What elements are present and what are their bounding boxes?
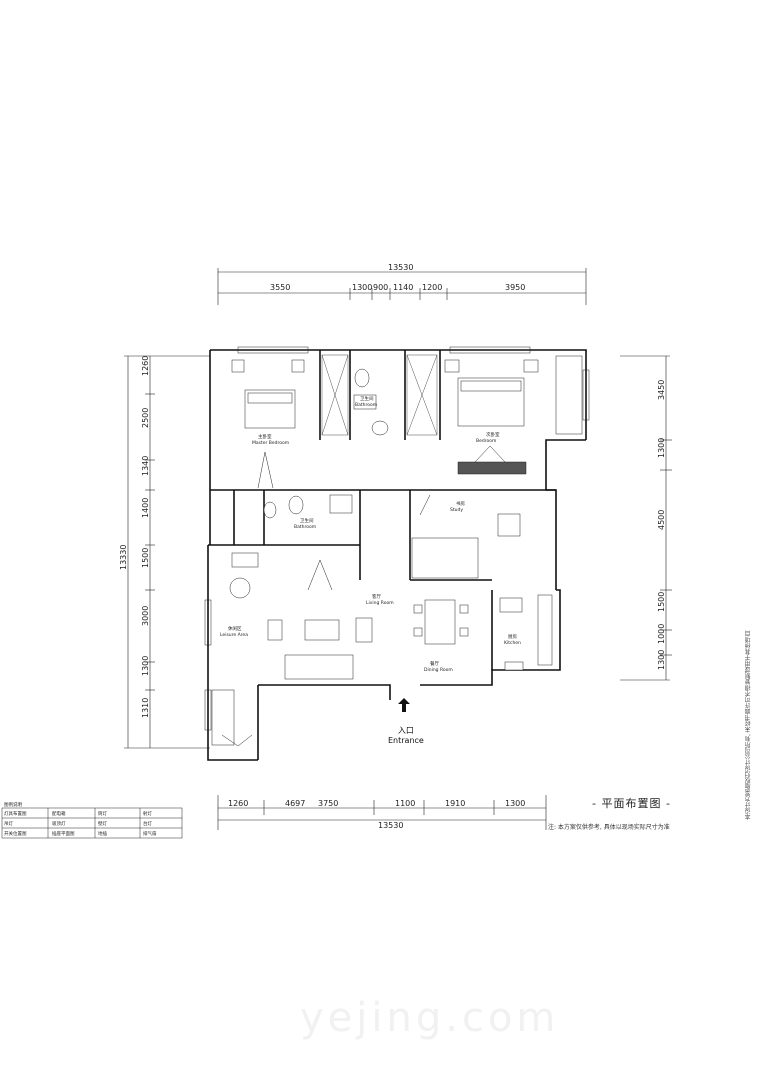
bottom-dimension-lines [217, 795, 547, 830]
legend-r3c4: 排气扇 [143, 830, 157, 837]
room-sub-bedroom2: Bedroom [476, 438, 496, 444]
legend-r3c3: 地插 [98, 830, 107, 837]
legend-r1c4: 射灯 [143, 810, 152, 817]
bottom-dim-5: 1910 [445, 799, 465, 808]
windows [204, 346, 590, 731]
left-dimension-lines [124, 355, 210, 749]
study-furniture [411, 494, 521, 579]
right-dim-5: 1000 [657, 624, 666, 644]
living-room-furniture [267, 559, 373, 680]
legend-r3c2: 插座平面图 [52, 830, 75, 837]
top-total-dimension: 13530 [388, 263, 413, 272]
left-dim-3: 1340 [141, 456, 150, 476]
room-label-bedroom2: 次卧室 [486, 431, 500, 438]
room-sub-bath1: Bathroom [355, 402, 377, 408]
bottom-dim-4: 1100 [395, 799, 415, 808]
bathroom-fixtures [263, 368, 389, 519]
room-sub-kitchen: Kitchen [504, 640, 521, 646]
left-total-dimension: 13330 [119, 545, 128, 570]
legend-table [1, 807, 183, 839]
side-note: 本设计方案版权归设计公司所有, 未经书面许可不得复制或用于其他项目 [745, 630, 752, 820]
room-sub-leisure: Leisure Area [220, 632, 248, 638]
entrance-label: 入口 Entrance [388, 725, 424, 745]
room-sub-master: Master Bedroom [252, 440, 289, 446]
legend-footer: 图例说明 [4, 801, 22, 808]
leisure-furniture [229, 552, 259, 599]
left-dim-2: 2500 [141, 408, 150, 428]
right-dim-2: 1300 [657, 438, 666, 458]
bottom-dim-2: 4697 [285, 799, 305, 808]
kitchen-fixtures [499, 594, 553, 671]
top-dim-2: 1300 [352, 283, 372, 292]
left-dim-1: 1260 [141, 356, 150, 376]
right-dimension-lines [620, 355, 672, 681]
room-sub-dining: Dining Room [424, 667, 453, 673]
room-label-bath1: 卫生间 [360, 395, 374, 402]
room-label-leisure: 休闲区 [228, 625, 242, 632]
bottom-dim-6: 1300 [505, 799, 525, 808]
bottom-total-dimension: 13530 [378, 821, 403, 830]
legend-r1c2: 配电箱 [52, 810, 66, 817]
watermark: yejing.com [300, 995, 560, 1041]
top-dim-1: 3550 [270, 283, 290, 292]
room-sub-living: Living Room [366, 600, 394, 606]
right-dim-3: 4500 [657, 510, 666, 530]
top-dimension-lines [217, 268, 587, 305]
room-sub-study: Study [450, 507, 463, 513]
legend-r1c3: 筒灯 [98, 810, 107, 817]
left-dim-8: 1310 [141, 698, 150, 718]
left-dim-5: 1500 [141, 548, 150, 568]
room-label-dining: 餐厅 [430, 660, 439, 667]
bottom-dim-1: 1260 [228, 799, 248, 808]
legend-r2c1: 吊灯 [4, 820, 13, 827]
room-label-living: 客厅 [372, 593, 381, 600]
legend-r2c2: 吸顶灯 [52, 820, 66, 827]
legend-r3c1: 开关位置图 [4, 830, 27, 837]
master-bedroom-furniture [231, 359, 305, 489]
dining-furniture [413, 599, 469, 645]
left-dim-7: 1300 [141, 656, 150, 676]
top-dim-3: 900 [373, 283, 388, 292]
entrance-label-en: Entrance [388, 736, 424, 745]
balcony-fixtures [211, 689, 253, 747]
walls [207, 349, 587, 761]
right-dim-4: 1500 [657, 592, 666, 612]
bedroom2-furniture [444, 355, 583, 475]
drawing-title: - 平面布置图 - [592, 797, 671, 810]
top-dim-6: 3950 [505, 283, 525, 292]
top-dim-5: 1200 [422, 283, 442, 292]
left-dim-6: 3000 [141, 606, 150, 626]
legend-r2c4: 台灯 [143, 820, 152, 827]
bottom-dim-3: 3750 [318, 799, 338, 808]
right-dim-6: 1300 [657, 650, 666, 670]
room-label-master: 主卧室 [258, 433, 272, 440]
room-label-kitchen: 厨房 [508, 633, 517, 640]
room-label-bath2: 卫生间 [300, 517, 314, 524]
room-label-study: 书房 [456, 500, 465, 507]
left-dim-4: 1400 [141, 498, 150, 518]
drawing-subtitle: 注: 本方案仅供参考, 具体以现场实际尺寸为准 [548, 824, 670, 831]
room-sub-bath2: Bathroom [294, 524, 316, 530]
entrance-label-cn: 入口 [397, 726, 414, 735]
right-dim-1: 3450 [657, 380, 666, 400]
entrance-arrow-icon [398, 698, 410, 712]
top-dim-4: 1140 [393, 283, 413, 292]
legend-r2c3: 壁灯 [98, 820, 107, 827]
wardrobe-hatch [321, 354, 438, 436]
legend-r1c1: 灯具布置图 [4, 810, 27, 817]
